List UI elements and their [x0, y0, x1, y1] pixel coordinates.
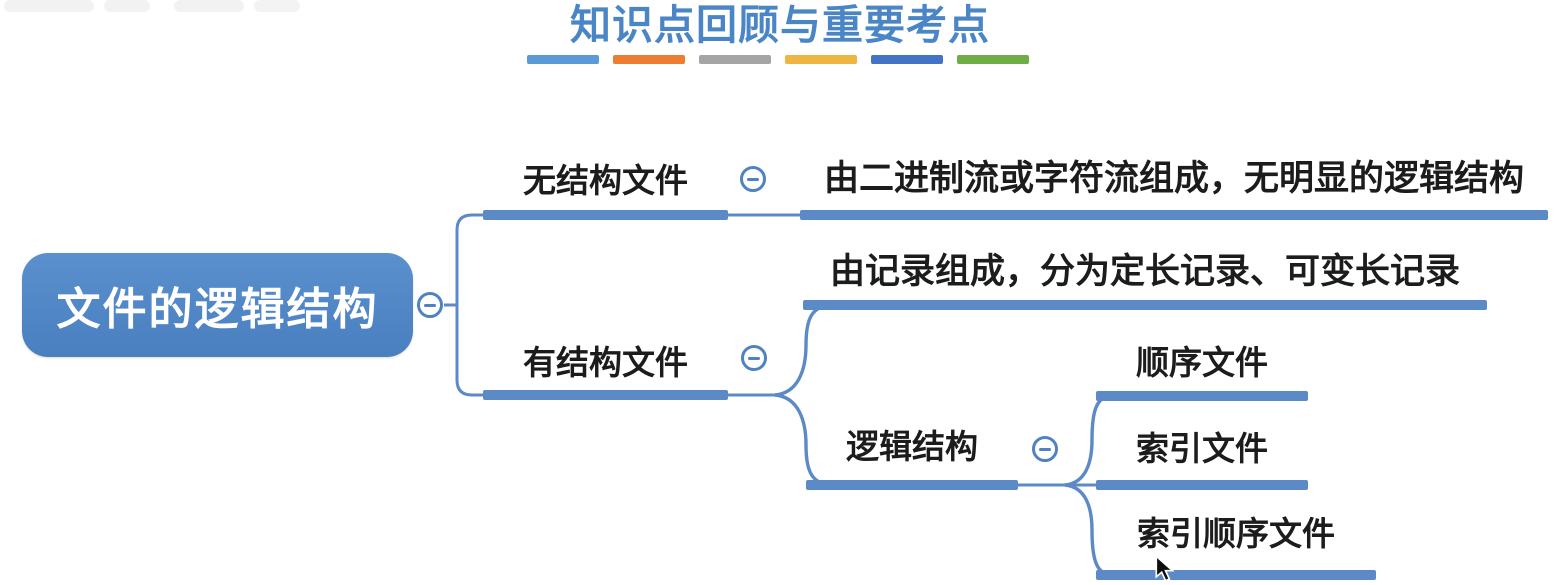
watermark — [4, 0, 300, 12]
minus-icon — [1039, 447, 1051, 451]
underline-unstructured — [483, 210, 728, 220]
connector-logical-up — [1064, 394, 1113, 487]
underline-logical-structure — [806, 480, 1018, 490]
collapse-button-logical[interactable] — [1032, 436, 1058, 462]
slide-title: 知识点回顾与重要考点 — [570, 2, 990, 48]
mouse-cursor — [1155, 555, 1175, 582]
accent-bar-6 — [957, 55, 1029, 64]
accent-bar-1 — [527, 55, 599, 64]
topic-label: 无结构文件 — [523, 162, 688, 199]
collapse-button-structured[interactable] — [741, 345, 767, 371]
connector-structured-up — [774, 303, 835, 397]
collapse-button-root[interactable] — [417, 292, 443, 318]
accent-bar-4 — [785, 55, 857, 64]
topic-label: 有结构文件 — [523, 344, 688, 381]
topic-label: 顺序文件 — [1136, 344, 1268, 381]
accent-bar-5 — [871, 55, 943, 64]
topic-record-detail[interactable]: 由记录组成，分为定长记录、可变长记录 — [803, 251, 1487, 293]
topic-unstructured-file[interactable]: 无结构文件 — [483, 162, 728, 200]
topic-label: 索引文件 — [1136, 430, 1268, 467]
underline-record-detail — [803, 300, 1487, 310]
underline-unstructured-detail — [800, 210, 1548, 220]
topic-label: 由记录组成，分为定长记录、可变长记录 — [829, 252, 1460, 291]
topic-index-file[interactable]: 索引文件 — [1096, 430, 1308, 468]
minus-icon — [748, 356, 760, 360]
topic-label: 由二进制流或字符流组成，无明显的逻辑结构 — [823, 159, 1524, 198]
topic-label: 逻辑结构 — [846, 428, 978, 465]
minus-icon — [747, 177, 759, 181]
connector-root-bracket — [455, 213, 483, 397]
topic-index-sequential-file[interactable]: 索引顺序文件 — [1096, 515, 1376, 553]
underline-sequential-file — [1096, 391, 1308, 401]
root-topic[interactable]: 文件的逻辑结构 — [22, 253, 413, 357]
topic-sequential-file[interactable]: 顺序文件 — [1096, 344, 1308, 382]
root-topic-label: 文件的逻辑结构 — [56, 285, 379, 334]
topic-label: 索引顺序文件 — [1137, 515, 1335, 552]
collapse-button-unstructured[interactable] — [740, 166, 766, 192]
underline-index-sequential-file — [1096, 570, 1376, 580]
underline-structured — [483, 390, 728, 400]
connector-logical-down — [1064, 483, 1113, 577]
accent-bar-3 — [699, 55, 771, 64]
topic-unstructured-detail[interactable]: 由二进制流或字符流组成，无明显的逻辑结构 — [800, 158, 1548, 200]
connector-structured-down — [774, 393, 835, 487]
minus-icon — [424, 303, 436, 307]
topic-logical-structure[interactable]: 逻辑结构 — [806, 428, 1018, 466]
title-accent-bars — [527, 55, 1030, 64]
topic-structured-file[interactable]: 有结构文件 — [483, 344, 728, 382]
underline-index-file — [1096, 480, 1308, 490]
accent-bar-2 — [613, 55, 685, 64]
